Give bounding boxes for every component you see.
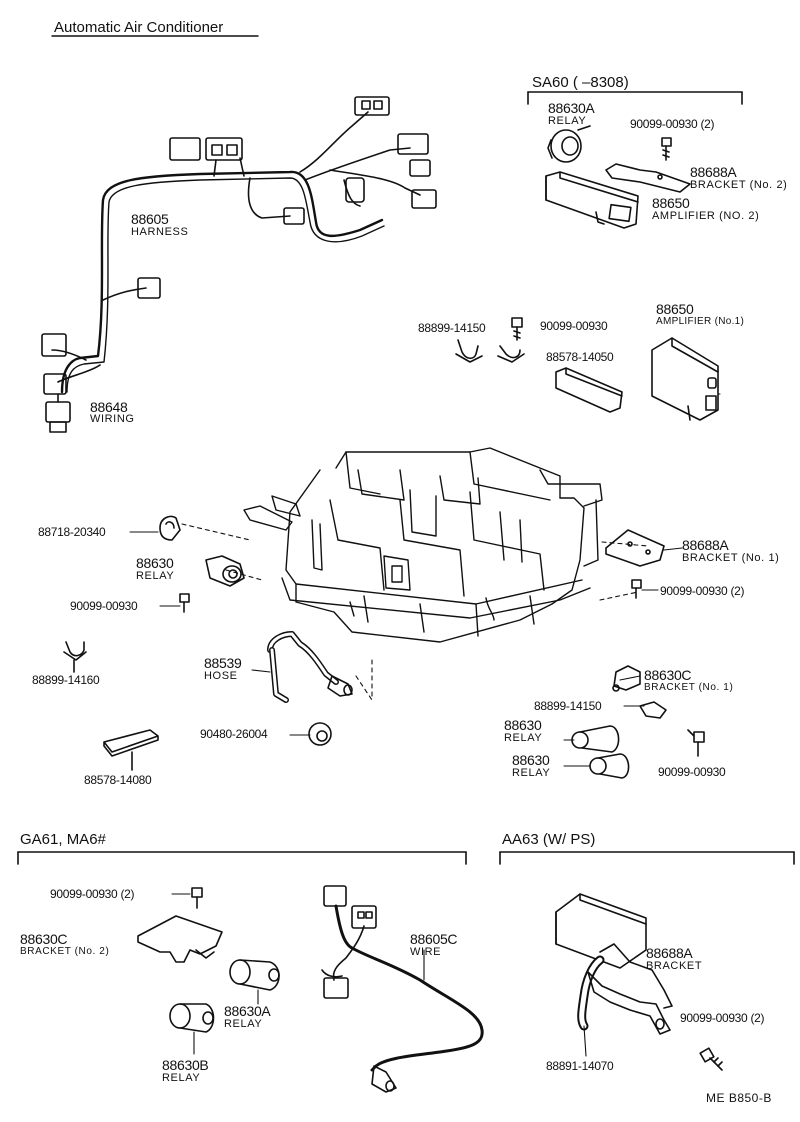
label-wire-pn: 88605C xyxy=(410,931,458,947)
relay-88630a-ga61 xyxy=(229,959,280,1005)
label-relay-r2-desc: RELAY xyxy=(512,767,551,779)
hose-88539 xyxy=(267,631,353,703)
label-wiring-desc: WIRING xyxy=(90,413,135,425)
label-aa-bracket-desc: BRACKET xyxy=(646,960,703,972)
cushion-88578-14080 xyxy=(103,729,159,757)
label-ga-relay-b-pn: 88630B xyxy=(162,1057,209,1073)
label-clamp-14160: 88899-14160 xyxy=(32,673,100,687)
grommet-90480-26004 xyxy=(308,722,332,746)
bolt-right xyxy=(631,579,642,599)
label-aa-bolt: 90099-00930 (2) xyxy=(680,1011,765,1025)
label-bolt-right: 90099-00930 (2) xyxy=(660,584,745,598)
bracket-88630c-no2 xyxy=(137,915,223,963)
section-aa63: AA63 (W/ PS) xyxy=(502,831,596,848)
amplifier-88650-no1 xyxy=(651,337,719,421)
bolt-left xyxy=(179,593,190,613)
wire-88605c xyxy=(321,885,484,1093)
relay-88630a-sa60 xyxy=(547,125,591,163)
label-sa-amp-pn: 88650 xyxy=(652,195,690,211)
air-conditioner-unit xyxy=(243,447,603,643)
label-harness-desc: HARNESS xyxy=(131,226,189,238)
label-bracket1-pn: 88688A xyxy=(682,537,729,553)
aa63-assembly xyxy=(555,893,673,1057)
label-aa-bracket-pn: 88688A xyxy=(646,945,693,961)
leader-lines xyxy=(181,523,649,701)
label-relay-r1-desc: RELAY xyxy=(504,732,543,744)
clamp-88899-14150-top xyxy=(455,339,525,363)
label-sa-relay-desc: RELAY xyxy=(548,115,587,127)
label-amp1-desc: AMPLIFIER (No.1) xyxy=(656,316,745,327)
harness-88605 xyxy=(41,96,437,433)
label-wire-desc: WIRE xyxy=(410,946,442,958)
relay-88630b xyxy=(169,1003,215,1055)
cushion-88578-14050 xyxy=(555,367,623,413)
bolt-top xyxy=(511,317,523,341)
label-amp1-pn: 88650 xyxy=(656,301,694,317)
bolt-aa63 xyxy=(699,1047,723,1071)
clamp-88899-14160 xyxy=(63,641,87,673)
label-bolt-r3: 90099-00930 xyxy=(658,765,726,779)
relay-88630-right-1 xyxy=(571,725,620,753)
bolt-sa60 xyxy=(661,137,672,161)
label-sa-bracket-desc: BRACKET (No. 2) xyxy=(690,179,788,191)
page-title: Automatic Air Conditioner xyxy=(54,19,224,36)
section-ga61: GA61, MA6# xyxy=(20,831,106,848)
relay-88630-right-2 xyxy=(589,753,630,779)
relay-88630-left xyxy=(205,555,245,587)
reference-code: ME B850-B xyxy=(706,1091,772,1105)
label-grommet: 90480-26004 xyxy=(200,727,268,741)
label-clamp-14150-top: 88899-14150 xyxy=(418,321,486,335)
label-relay-r2-pn: 88630 xyxy=(512,752,550,768)
label-relay-desc: RELAY xyxy=(136,570,175,582)
clamp-88718-20340 xyxy=(159,515,181,541)
label-bracket-c1-pn: 88630C xyxy=(644,667,692,683)
label-bolt-top: 90099-00930 xyxy=(540,319,608,333)
label-ga-bolt: 90099-00930 (2) xyxy=(50,887,135,901)
label-sa-amp-desc: AMPLIFIER (NO. 2) xyxy=(652,210,760,222)
label-clamp-20340: 88718-20340 xyxy=(38,525,106,539)
bracket-88688a-no2 xyxy=(605,163,691,193)
label-aa-clamp: 88891-14070 xyxy=(546,1059,614,1073)
amplifier-88650-no2 xyxy=(545,171,639,229)
bolt-r3 xyxy=(687,729,705,757)
section-sa60: SA60 ( –8308) xyxy=(532,74,629,91)
label-sa-bracket-pn: 88688A xyxy=(690,164,737,180)
label-bracket-c1-desc: BRACKET (No. 1) xyxy=(644,682,734,693)
bracket-88688a-no1 xyxy=(605,529,665,567)
label-bracket1-desc: BRACKET (No. 1) xyxy=(682,552,780,564)
label-ga-relay-a-pn: 88630A xyxy=(224,1003,271,1019)
label-bolt-left: 90099-00930 xyxy=(70,599,138,613)
label-ga-bracket-pn: 88630C xyxy=(20,931,68,947)
label-cushion-14080: 88578-14080 xyxy=(84,773,152,787)
clamp-88899-14150-right xyxy=(639,701,667,719)
label-wiring-pn: 88648 xyxy=(90,399,128,415)
label-harness-pn: 88605 xyxy=(131,211,169,227)
label-leaders xyxy=(129,393,721,767)
label-clamp-14150-r: 88899-14150 xyxy=(534,699,602,713)
label-relay-pn: 88630 xyxy=(136,555,174,571)
label-ga-relay-b-desc: RELAY xyxy=(162,1072,201,1084)
label-cushion-14050: 88578-14050 xyxy=(546,350,614,364)
bolt-ga61 xyxy=(171,887,203,909)
label-hose-pn: 88539 xyxy=(204,655,242,671)
label-sa-bolt: 90099-00930 (2) xyxy=(630,117,715,131)
label-sa-relay-pn: 88630A xyxy=(548,100,595,116)
label-ga-bracket-desc: BRACKET (No. 2) xyxy=(20,946,110,957)
label-hose-desc: HOSE xyxy=(204,670,238,682)
label-relay-r1-pn: 88630 xyxy=(504,717,542,733)
label-ga-relay-a-desc: RELAY xyxy=(224,1018,263,1030)
